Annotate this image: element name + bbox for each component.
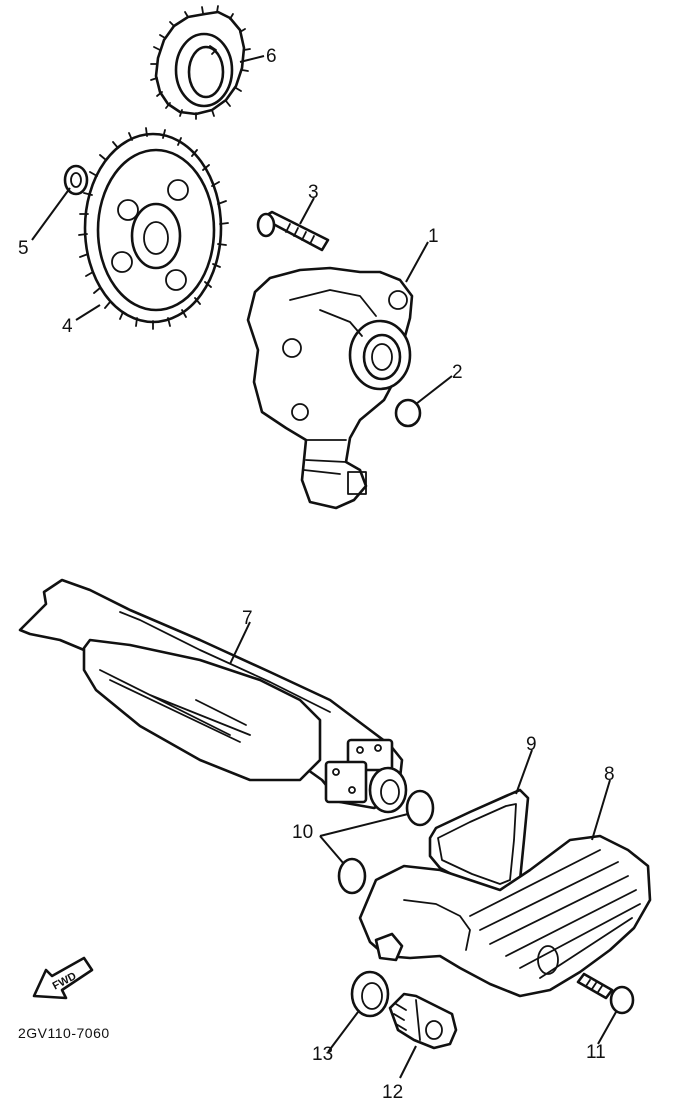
callout-4: 4 bbox=[62, 316, 73, 337]
part-7-oil-strainer bbox=[18, 578, 408, 814]
part-11-screw bbox=[576, 972, 635, 1015]
callout-6: 6 bbox=[266, 46, 277, 67]
front-direction-arrow: FWD bbox=[32, 956, 94, 1000]
callout-12: 12 bbox=[382, 1082, 403, 1103]
part-2-o-ring bbox=[394, 398, 422, 428]
callout-11: 11 bbox=[586, 1042, 606, 1063]
callout-2: 2 bbox=[452, 362, 463, 383]
part-10-o-rings bbox=[337, 789, 435, 895]
part-3-bolt bbox=[256, 210, 330, 252]
part-4-large-gear bbox=[78, 127, 229, 330]
part-12-drain-bolt bbox=[388, 992, 458, 1050]
part-9-gasket bbox=[428, 788, 530, 896]
part-8-oil-pan bbox=[358, 834, 652, 998]
callout-3: 3 bbox=[308, 182, 319, 203]
callout-7: 7 bbox=[242, 608, 253, 629]
leader-lines bbox=[31, 55, 617, 1079]
callout-9: 9 bbox=[526, 734, 537, 755]
part-13-washer bbox=[350, 970, 390, 1018]
reference-code: 2GV110-7060 bbox=[18, 1025, 110, 1041]
callout-13: 13 bbox=[312, 1044, 333, 1065]
callout-8: 8 bbox=[604, 764, 615, 785]
callout-5: 5 bbox=[18, 238, 29, 259]
part-5-washer bbox=[63, 164, 89, 196]
part-1-oil-pump bbox=[246, 266, 414, 510]
callout-1: 1 bbox=[428, 226, 439, 247]
callout-labels: 1 2 3 4 5 6 7 8 9 10 11 12 13 bbox=[18, 46, 615, 1103]
callout-10: 10 bbox=[292, 822, 313, 843]
part-6-small-gear bbox=[150, 5, 251, 120]
